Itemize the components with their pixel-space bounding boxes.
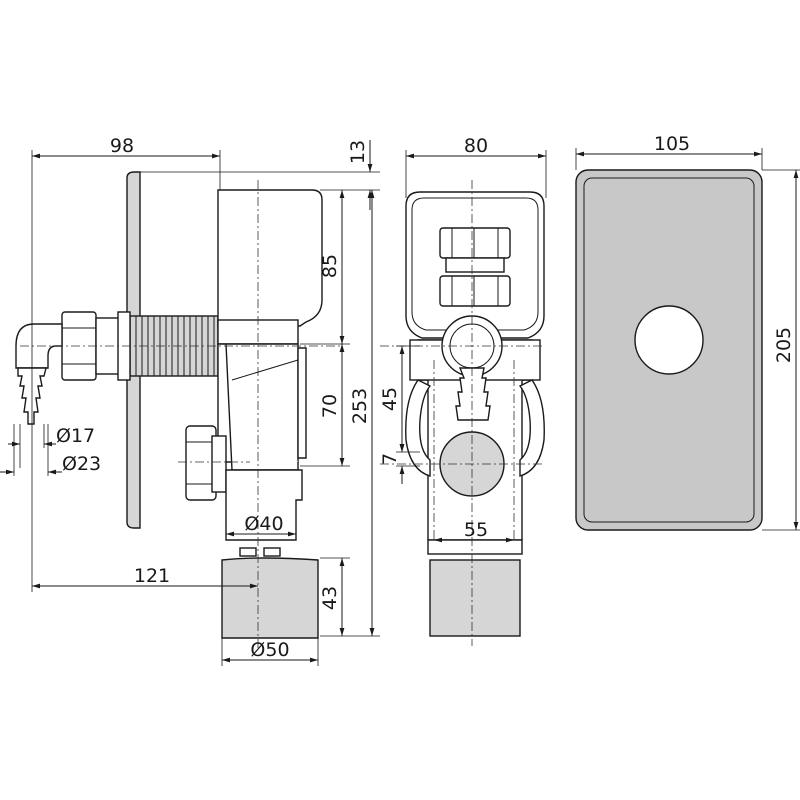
- front-lower-nut: [439, 275, 511, 307]
- dim-front-upper-offset: 45: [379, 387, 401, 411]
- dim-cap-height: 85: [319, 254, 341, 278]
- cover-plate-view: [575, 169, 763, 531]
- dim-front-spacing: 55: [464, 519, 488, 541]
- dim-mid-height: 70: [319, 394, 341, 418]
- side-view: [15, 171, 340, 650]
- dim-outlet-height: 43: [319, 586, 341, 610]
- dim-total-height: 253: [349, 388, 371, 424]
- dim-front-lower-offset: 7: [379, 453, 401, 465]
- front-upper-nut: [439, 227, 511, 259]
- side-cap: [217, 189, 323, 327]
- front-outlet-pipe: [429, 559, 521, 637]
- dim-flange-depth: 13: [347, 140, 369, 164]
- side-dimensions: 98 13 85 70 253 43 Ø17 Ø2: [0, 135, 380, 666]
- dim-plate-height: 205: [773, 327, 795, 363]
- plate-dimensions: 105 205: [575, 133, 800, 531]
- dim-hose-outer: Ø23: [62, 453, 101, 475]
- dim-outlet-dia: Ø50: [250, 639, 289, 661]
- dim-hose-inner: Ø17: [56, 425, 95, 447]
- side-outlet-pipe: [221, 557, 319, 639]
- front-view: [380, 180, 545, 646]
- dim-outlet-offset: 121: [134, 565, 170, 587]
- dim-side-depth: 98: [110, 135, 134, 157]
- dim-front-width: 80: [464, 135, 488, 157]
- dim-inlet-dia: Ø40: [244, 513, 283, 535]
- dim-plate-width: 105: [654, 133, 690, 155]
- front-dimensions: 80 45 7 55: [379, 135, 547, 543]
- plate-opening: [634, 305, 704, 375]
